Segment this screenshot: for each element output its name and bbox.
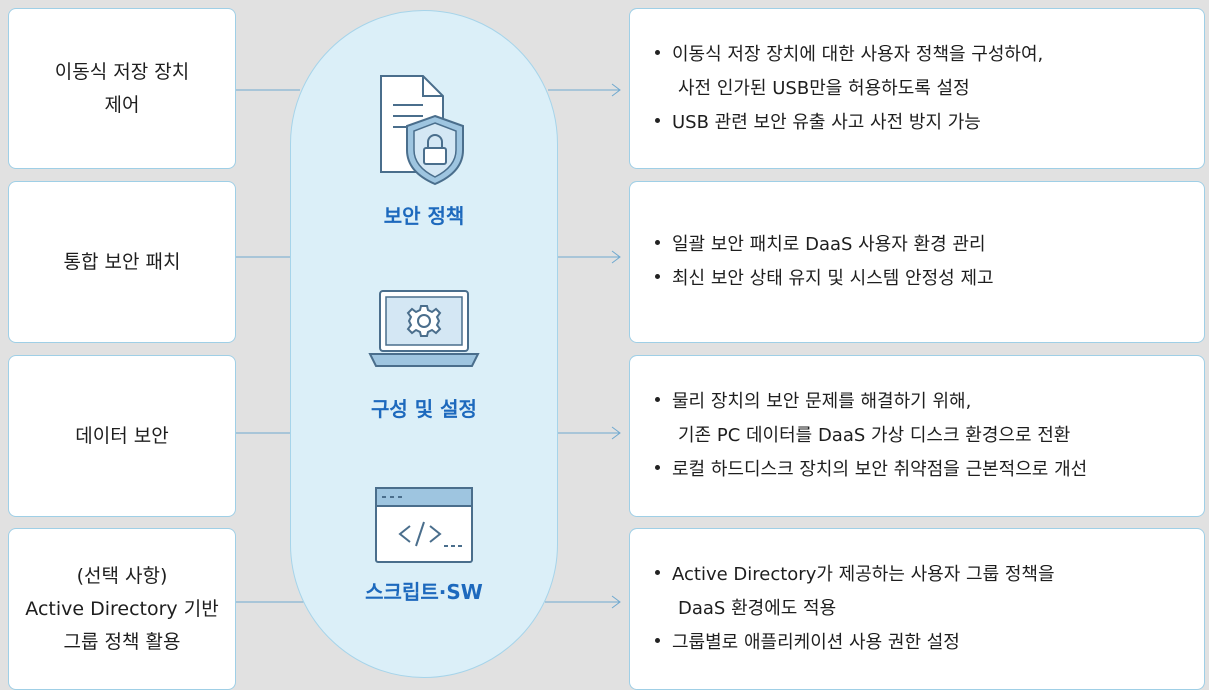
right-arrow-2 xyxy=(558,250,621,264)
right-arrow-3 xyxy=(558,426,621,440)
code-window-icon xyxy=(375,487,473,563)
left-box-line: 데이터 보안 xyxy=(75,424,169,447)
left-box-line: 이동식 저장 장치 xyxy=(54,60,190,83)
bullet-item: 이동식 저장 장치에 대한 사용자 정책을 구성하여, xyxy=(652,38,1204,72)
bullet-item: 최신 보안 상태 유지 및 시스템 안정성 제고 xyxy=(652,262,1204,296)
left-box-removable-storage: 이동식 저장 장치 제어 xyxy=(8,8,236,169)
center-label-security-policy: 보안 정책 xyxy=(383,204,465,228)
right-box-data-security: 물리 장치의 보안 문제를 해결하기 위해, 기존 PC 데이터를 DaaS 가… xyxy=(629,355,1205,517)
bullet-continuation: 사전 인가된 USB만을 허용하도록 설정 xyxy=(678,77,970,99)
bullet-item: 물리 장치의 보안 문제를 해결하기 위해, xyxy=(652,385,1204,419)
bullet-item: Active Directory가 제공하는 사용자 그룹 정책을 xyxy=(652,558,1204,592)
bullet-item: 로컬 하드디스크 장치의 보안 취약점을 근본적으로 개선 xyxy=(652,453,1204,487)
left-box-line: 제어 xyxy=(104,93,140,116)
laptop-gear-icon xyxy=(368,290,480,367)
left-box-line: (선택 사항) xyxy=(76,564,168,587)
right-arrow-1 xyxy=(548,83,621,97)
center-label-configuration: 구성 및 설정 xyxy=(371,397,477,421)
bullet-continuation: 기존 PC 데이터를 DaaS 가상 디스크 환경으로 전환 xyxy=(678,425,1071,446)
left-box-data-security: 데이터 보안 xyxy=(8,355,236,517)
right-box-security-patch: 일괄 보안 패치로 DaaS 사용자 환경 관리 최신 보안 상태 유지 및 시… xyxy=(629,181,1205,343)
document-shield-icon xyxy=(380,75,464,186)
right-arrow-4 xyxy=(545,595,621,609)
bullet-item: USB 관련 보안 유출 사고 사전 방지 가능 xyxy=(652,106,1204,140)
right-box-active-directory: Active Directory가 제공하는 사용자 그룹 정책을 DaaS 환… xyxy=(629,528,1205,690)
left-box-line: 통합 보안 패치 xyxy=(63,250,181,273)
bullet-item: 그룹별로 애플리케이션 사용 권한 설정 xyxy=(652,626,1204,660)
left-box-line: Active Directory 기반 xyxy=(25,597,219,620)
right-box-removable-storage: 이동식 저장 장치에 대한 사용자 정책을 구성하여, 사전 인가된 USB만을… xyxy=(629,8,1205,169)
left-box-active-directory: (선택 사항) Active Directory 기반 그룹 정책 활용 xyxy=(8,528,236,690)
bullet-item: 일괄 보안 패치로 DaaS 사용자 환경 관리 xyxy=(652,228,1204,262)
left-box-line: 그룹 정책 활용 xyxy=(63,630,181,653)
left-box-security-patch: 통합 보안 패치 xyxy=(8,181,236,343)
center-label-script-sw: 스크립트·SW xyxy=(365,580,483,604)
bullet-continuation: DaaS 환경에도 적용 xyxy=(678,598,837,619)
